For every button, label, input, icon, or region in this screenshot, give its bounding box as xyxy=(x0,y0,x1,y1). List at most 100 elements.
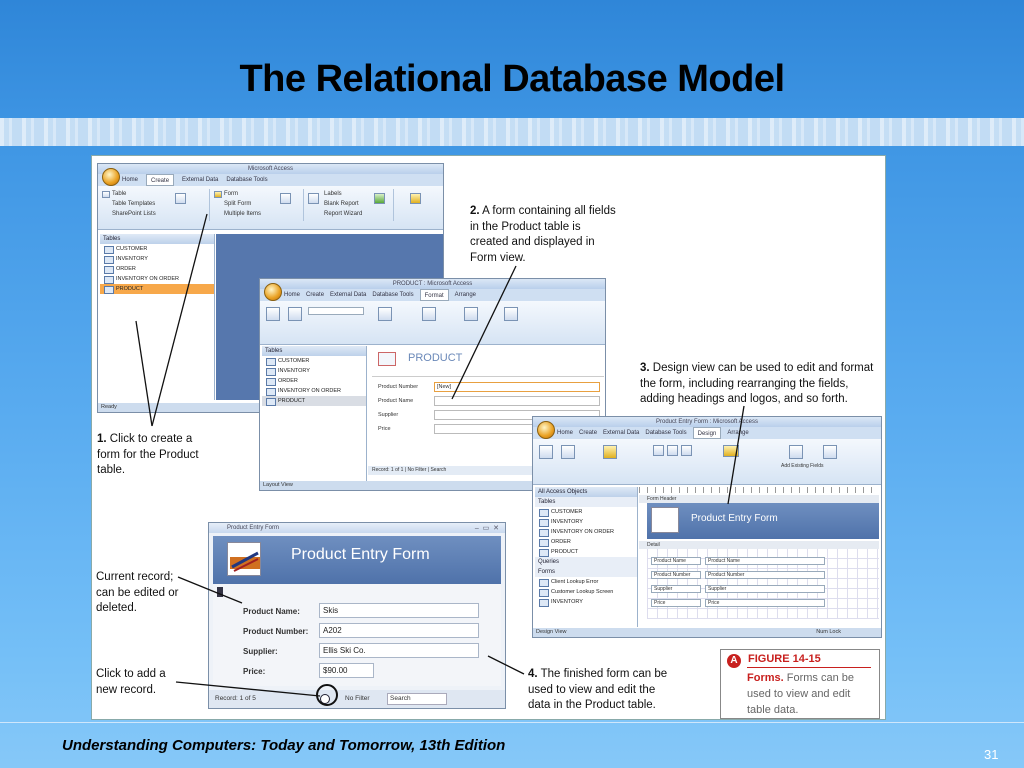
window-title: PRODUCT : Microsoft Access xyxy=(260,279,605,289)
ribbon: Table Table Templates SharePoint Lists F… xyxy=(98,186,443,230)
design-label[interactable]: Price xyxy=(651,599,701,607)
design-textbox[interactable]: Product Name xyxy=(705,557,825,565)
report-design-icon[interactable] xyxy=(374,193,385,204)
ribbon-tabs: Home Create External Data Database Tools… xyxy=(533,427,881,439)
supplier-field[interactable]: Ellis Ski Co. xyxy=(319,643,479,658)
autoformat-icon[interactable] xyxy=(504,307,518,321)
product-number-field[interactable]: A202 xyxy=(319,623,479,638)
tab-external-data[interactable]: External Data xyxy=(182,177,219,183)
form-title: PRODUCT xyxy=(408,352,463,364)
add-existing-fields-icon[interactable] xyxy=(464,307,478,321)
form-header: Product Entry Form xyxy=(647,503,879,539)
page-number: 31 xyxy=(984,747,999,762)
form-icon[interactable] xyxy=(214,191,222,198)
property-sheet-icon[interactable] xyxy=(823,445,837,459)
nav-item[interactable]: ORDER xyxy=(100,264,214,274)
ribbon-tabs: Home Create External Data Database Tools xyxy=(98,174,443,186)
slide-title: The Relational Database Model xyxy=(239,58,785,100)
control-icon[interactable] xyxy=(653,445,664,456)
office-button-icon[interactable] xyxy=(264,283,282,301)
leader-line-3 xyxy=(727,405,745,505)
office-button-icon[interactable] xyxy=(537,421,555,439)
nav-item-product[interactable]: PRODUCT xyxy=(100,284,214,294)
leader-line-1a xyxy=(135,320,153,427)
leader-line-4 xyxy=(487,655,525,675)
leader-lines xyxy=(135,213,745,697)
tab-home[interactable]: Home xyxy=(122,177,139,183)
product-entry-form-window: Product Entry Form – ▭ ✕ Product Entry F… xyxy=(208,522,506,709)
form-design-icon[interactable] xyxy=(280,193,291,204)
status-bar: Layout View xyxy=(260,481,605,490)
ski-logo-icon xyxy=(651,507,679,533)
record-navigator[interactable]: Record: 1 of 1 | No Filter | Search xyxy=(368,466,605,475)
macro-icon[interactable] xyxy=(410,193,421,204)
leader-line-add xyxy=(175,681,321,697)
current-record-callout: Current record; can be edited or deleted… xyxy=(96,571,179,614)
nav-item[interactable]: CUSTOMER xyxy=(100,244,214,254)
leader-line-current xyxy=(177,576,243,604)
tab-database-tools[interactable]: Database Tools xyxy=(226,177,268,183)
design-view-window: Product Entry Form : Microsoft Access Ho… xyxy=(532,416,882,638)
window-controls[interactable]: – ▭ ✕ xyxy=(474,525,499,532)
design-label[interactable]: Product Name xyxy=(651,557,701,565)
nav-item[interactable]: INVENTORY ON ORDER xyxy=(100,274,214,284)
add-record-callout: Click to add a new record. xyxy=(96,668,166,696)
gridlines-icon[interactable] xyxy=(378,307,392,321)
controls-icon[interactable] xyxy=(603,445,617,459)
leader-line-2 xyxy=(451,265,517,400)
product-number-field[interactable]: [New] xyxy=(434,382,600,392)
design-label[interactable]: Supplier xyxy=(651,585,701,593)
tab-create[interactable]: Create xyxy=(146,174,175,186)
footer-divider xyxy=(0,722,1024,723)
window-title: Microsoft Access xyxy=(98,164,443,174)
table-design-icon[interactable] xyxy=(175,193,186,204)
window-title: Product Entry Form xyxy=(209,523,505,533)
figure-caption: A FIGURE 14-15 Forms. Forms can be used … xyxy=(720,649,880,719)
window-title: Product Entry Form : Microsoft Access xyxy=(533,417,881,427)
control-icon[interactable] xyxy=(681,445,692,456)
font-icon[interactable] xyxy=(288,307,302,321)
supplier-field[interactable] xyxy=(434,410,600,420)
design-textbox[interactable]: Supplier xyxy=(705,585,825,593)
form-icon xyxy=(378,352,396,366)
office-button-icon[interactable] xyxy=(102,168,120,186)
ski-logo-icon xyxy=(227,542,261,576)
design-label[interactable]: Product Number xyxy=(651,571,701,579)
logo-icon[interactable] xyxy=(422,307,436,321)
search-box[interactable]: Search xyxy=(387,693,447,705)
product-name-field[interactable] xyxy=(434,396,600,406)
callout-2: 2. A form containing all fields in the P… xyxy=(470,205,616,264)
report-icon[interactable] xyxy=(308,193,319,204)
price-field[interactable]: $90.00 xyxy=(319,663,374,678)
view-icon[interactable] xyxy=(539,445,553,459)
nav-item[interactable]: INVENTORY xyxy=(100,254,214,264)
caption-logo-icon: A xyxy=(727,654,741,668)
record-selector[interactable] xyxy=(217,587,223,597)
add-existing-fields-icon[interactable] xyxy=(789,445,803,459)
nav-header: Tables xyxy=(100,234,214,244)
footer-text: Understanding Computers: Today and Tomor… xyxy=(62,737,506,754)
navigation-pane: All Access Objects Tables CUSTOMER INVEN… xyxy=(535,487,638,627)
navigation-pane: Tables CUSTOMER INVENTORY ORDER INVENTOR… xyxy=(100,234,215,400)
font-icon[interactable] xyxy=(561,445,575,459)
table-icon[interactable] xyxy=(102,191,110,198)
logo-icon[interactable] xyxy=(723,445,739,457)
view-icon[interactable] xyxy=(266,307,280,321)
design-textbox[interactable]: Price xyxy=(705,599,825,607)
design-textbox[interactable]: Product Number xyxy=(705,571,825,579)
leader-line-1b xyxy=(151,213,208,427)
new-record-highlight-circle xyxy=(316,684,338,706)
design-surface: Form Header Product Entry Form Detail Pr… xyxy=(639,487,879,627)
callout-3: 3. Design view can be used to edit and f… xyxy=(640,362,874,405)
callout-1: 1. Click to create a form for the Produc… xyxy=(97,433,199,476)
ribbon xyxy=(260,301,605,345)
ribbon: Add Existing Fields xyxy=(533,439,881,485)
product-name-field[interactable]: Skis xyxy=(319,603,479,618)
control-icon[interactable] xyxy=(667,445,678,456)
decorative-band xyxy=(0,118,1024,146)
callout-4: 4. The finished form can be used to view… xyxy=(528,668,668,711)
ribbon-tabs: Home Create External Data Database Tools… xyxy=(260,289,605,301)
navigation-pane: Tables CUSTOMER INVENTORY ORDER INVENTOR… xyxy=(262,346,367,482)
form-header: Product Entry Form xyxy=(213,536,501,584)
